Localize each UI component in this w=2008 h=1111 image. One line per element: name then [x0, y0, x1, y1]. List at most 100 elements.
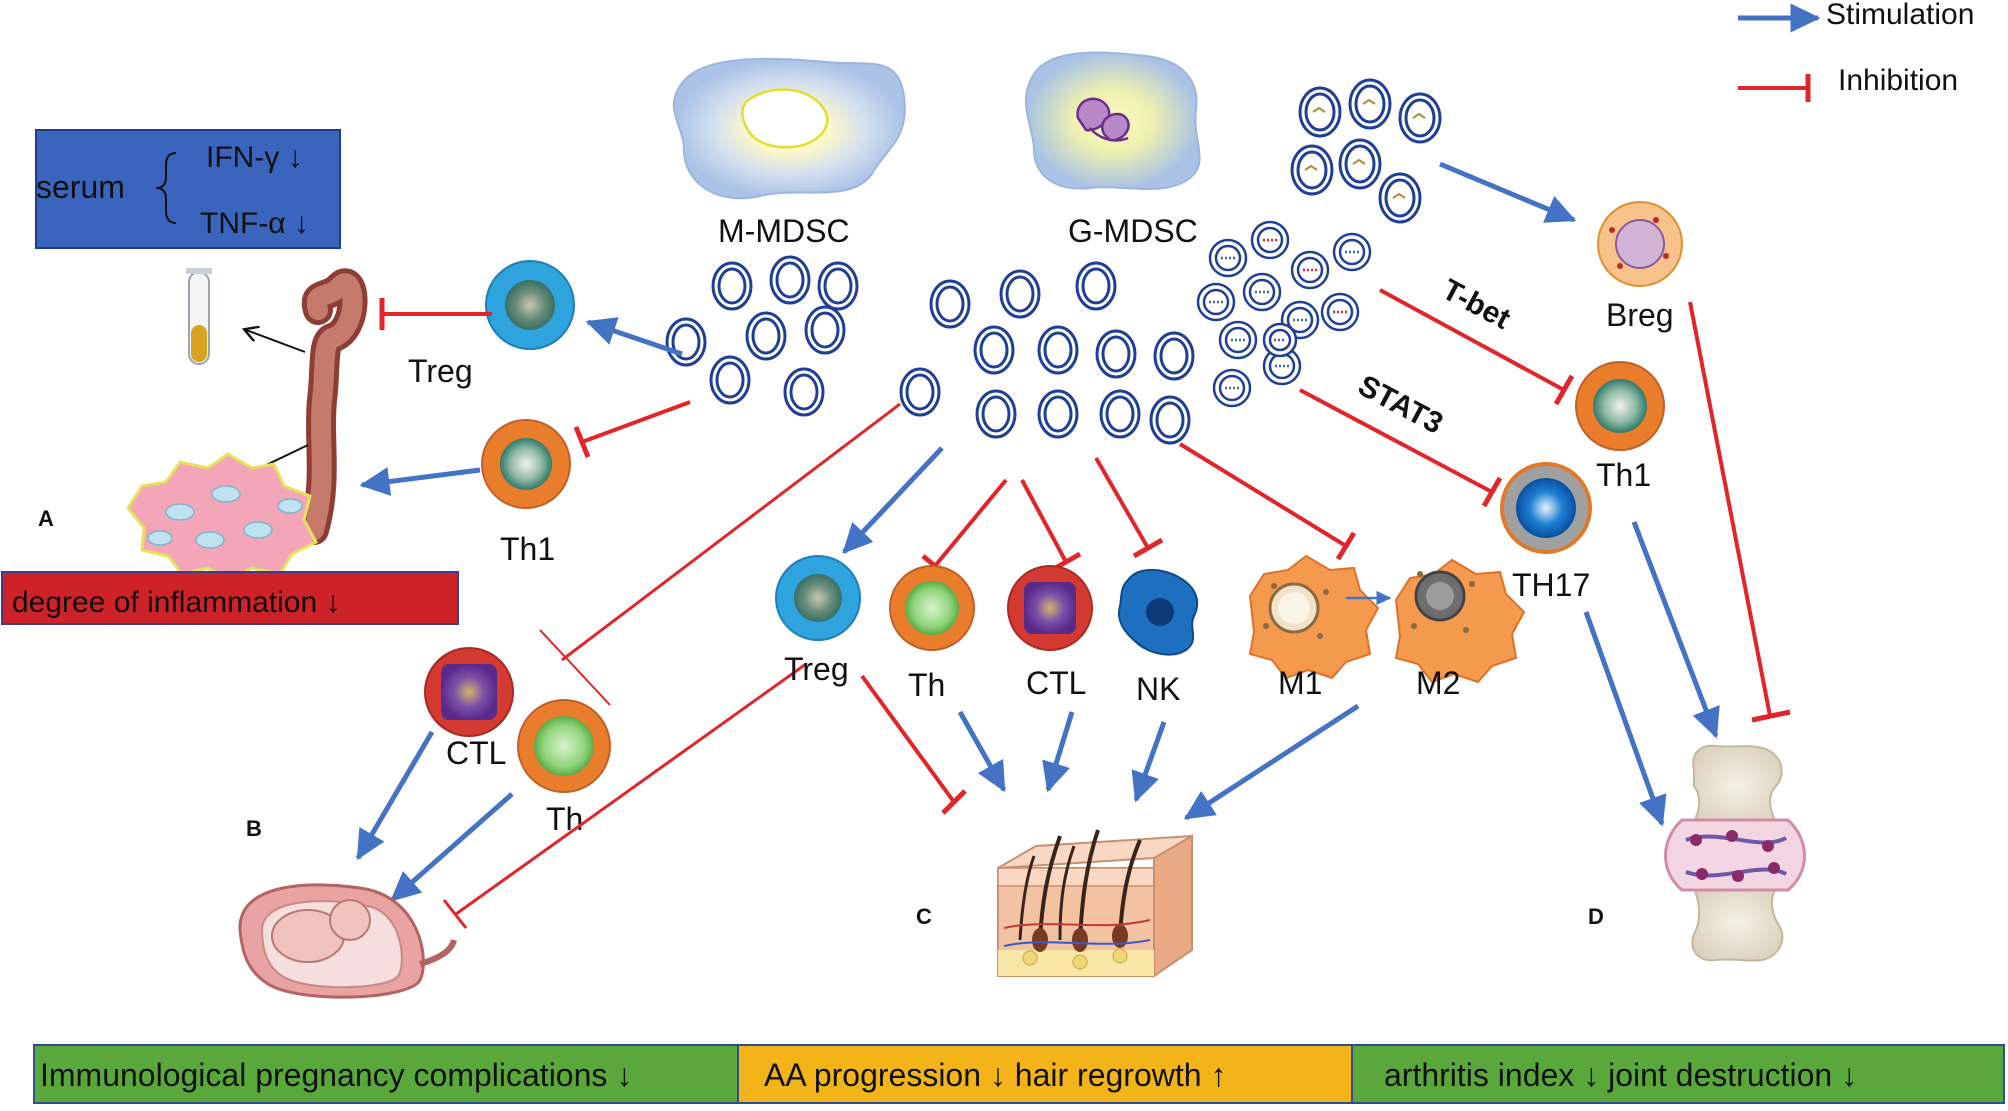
granulocyte-cell [1320, 292, 1360, 332]
mdsc-inhibits-m1-c-bar [1335, 531, 1357, 561]
nk-label-c: NK [1136, 671, 1180, 707]
mdsc-cell [1095, 329, 1137, 379]
treg-inhibits-uterus [455, 662, 807, 916]
ctl-stimulates-uterus [355, 730, 435, 861]
granulocyte-cell [1218, 320, 1258, 360]
breg-label-d: Breg [1606, 297, 1674, 333]
mdsc-inhibits-ctl-c [1020, 479, 1068, 563]
tbet-inhibits-th1-bar [1553, 374, 1575, 406]
th1-label-d: Th1 [1596, 457, 1651, 493]
mdsc-cell [665, 317, 707, 367]
panel-b: CTL Th B [238, 647, 807, 999]
mdsc-cell [1149, 395, 1191, 445]
granulocyte-cell [1196, 282, 1236, 322]
mdsc-cell [1099, 389, 1141, 439]
mdsc-cell [1378, 172, 1422, 224]
m-mdsc-inhibits-th1-bar [573, 426, 591, 458]
panel-d: Breg T-bet STAT3 Th1 TH17 [1299, 161, 1806, 962]
panel-d-label: D [1588, 904, 1604, 929]
granulocyte-cell [1242, 272, 1282, 312]
mdsc-cell [1298, 86, 1342, 138]
mdsc-inhibits-m1-c [1178, 442, 1348, 548]
mdsc-cell [1037, 389, 1079, 439]
th17-stimulates-joint [1583, 611, 1667, 827]
skin-section-icon [997, 829, 1193, 978]
arthritis-outcome-box [1351, 1044, 2005, 1104]
treg-cell-c [775, 555, 861, 641]
m-mdsc-label: M-MDSC [718, 213, 850, 249]
g-mdsc-nucleus [1076, 97, 1130, 142]
g-mdsc-label: G-MDSC [1068, 213, 1198, 249]
m-mdsc-nucleus [741, 88, 829, 149]
joint-icon [1664, 744, 1806, 962]
m1-macrophage-c [1248, 554, 1380, 680]
ctl-stimulates-skin [1042, 711, 1075, 793]
mdsc-cell [745, 311, 787, 361]
serum-label: serum [36, 169, 125, 205]
mdsc-inhibits-th-c [933, 478, 1008, 568]
panel-c: Treg Th CTL NK M1 [775, 442, 1526, 978]
uterus-fetus-icon [238, 883, 457, 999]
inhibition-legend-label: Inhibition [1838, 64, 1958, 97]
th1-stimulates-joint [1631, 521, 1720, 739]
treg-cell-a [485, 260, 575, 350]
inflammation-label: degree of inflammation ↓ [12, 586, 341, 619]
th-cell-b [517, 699, 611, 793]
granulocyte-cell [1212, 368, 1252, 408]
m2-label-c: M2 [1416, 665, 1460, 701]
mdsc-stimulates-treg-c [842, 446, 944, 554]
granulocyte-cell [1262, 346, 1302, 386]
mdsc-cell [1037, 325, 1079, 375]
panel-b-label: B [246, 816, 262, 841]
mdsc-cell [999, 269, 1041, 319]
mdsc-cell [783, 367, 825, 417]
panel-a: serum IFN-γ ↓ TNF-α ↓ A degree [1, 129, 575, 625]
inflammation-box [1, 571, 459, 625]
mdsc-cell [899, 367, 941, 417]
mdsc-inhibits-ctl-th-b [561, 402, 901, 662]
th-label-b: Th [546, 801, 583, 837]
panel-a-label: A [38, 506, 54, 531]
mdsc-inhibits-nk-c-bar [1132, 537, 1164, 559]
granulocyte-cell [1332, 232, 1372, 272]
mdsc-stimulates-breg [1439, 161, 1577, 223]
g-mdsc-cluster [899, 261, 1195, 445]
granulocyte-cell [1290, 250, 1330, 290]
aa-outcome-label: AA progression ↓ hair regrowth ↑ [764, 1057, 1226, 1093]
granulocyte-cell [1262, 322, 1298, 358]
serum-brace [155, 152, 177, 224]
breg-inhibits-joint-bar [1751, 709, 1791, 723]
serum-box [35, 129, 341, 249]
mdsc-cell [1075, 261, 1117, 311]
th17-label-d: TH17 [1512, 567, 1590, 603]
th1-cell-d [1575, 361, 1665, 451]
nk-cell-c [1118, 569, 1199, 656]
th1-cell-a [481, 419, 571, 509]
nk-stimulates-skin [1131, 721, 1167, 803]
legend: Stimulation Inhibition [1738, 0, 1974, 102]
panel-c-label: C [916, 904, 932, 929]
mdsc-cell [1348, 78, 1392, 130]
tnf-alpha-label: TNF-α ↓ [200, 207, 309, 240]
th-stimulates-uterus [390, 792, 514, 902]
ifn-gamma-label: IFN-γ ↓ [206, 141, 303, 174]
m-mdsc-source: M-MDSC [672, 57, 906, 249]
granulocyte-cluster [1196, 220, 1372, 408]
mdsc-cell [1398, 92, 1442, 144]
mdsc-cell [711, 261, 753, 311]
m2-stimulates-skin [1183, 703, 1360, 821]
g-mdsc-source: G-MDSC [1025, 51, 1201, 249]
th1-label-a: Th1 [500, 531, 555, 567]
arthritis-outcome-label: arthritis index ↓ joint destruction ↓ [1384, 1057, 1857, 1093]
treg-inhibits-skin-bar [941, 789, 967, 815]
treg-inhibits-uterus-bar [442, 899, 468, 929]
intestine-icon [299, 268, 368, 545]
ctl-cell-c [1007, 565, 1093, 651]
th-cell-c [889, 565, 975, 651]
ctl-label-c: CTL [1026, 665, 1086, 701]
mdsc-inhibits-nk-c [1094, 456, 1150, 550]
mdsc-cell [975, 389, 1017, 439]
th1-stimulates-tissue [359, 467, 481, 496]
breg-inhibits-joint [1688, 301, 1772, 717]
